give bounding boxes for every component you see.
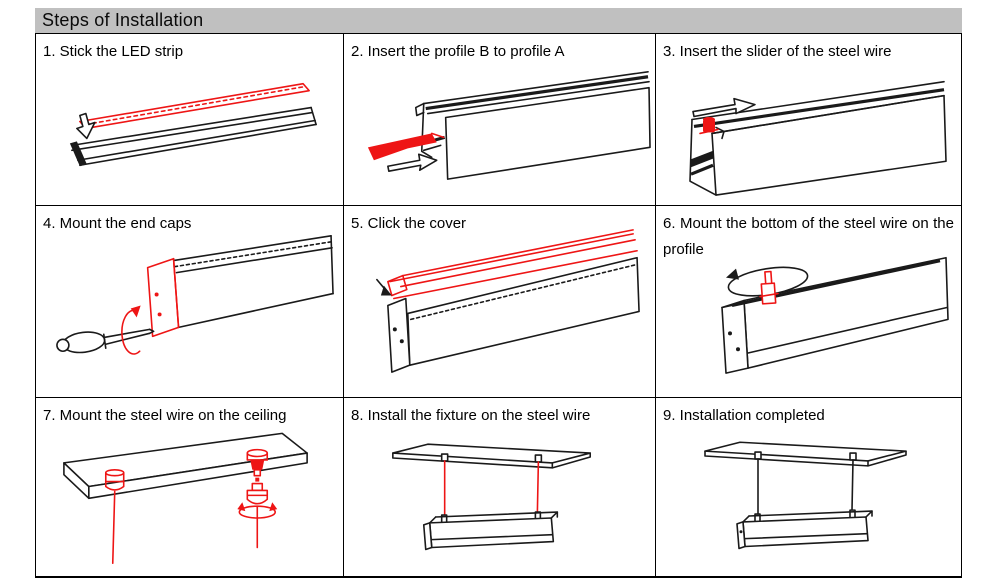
step-cell-8: 8. Install the fixture on the steel wire	[344, 398, 656, 576]
steps-table: 1. Stick the LED strip 2. Insert the pro…	[35, 33, 962, 578]
cover-click-illustration	[376, 229, 640, 373]
led-strip-illustration	[69, 82, 317, 167]
step-caption-7: 7. Mount the steel wire on the ceiling	[43, 407, 287, 424]
wire-slider-illustration	[689, 80, 947, 196]
step-cell-2: 2. Insert the profile B to profile A	[344, 34, 656, 206]
profile-insert-illustration	[367, 70, 651, 180]
step-cell-4: 4. Mount the end caps	[36, 206, 344, 398]
step-cell-7: 7. Mount the steel wire on the ceiling	[36, 398, 344, 576]
step-caption-8: 8. Install the fixture on the steel wire	[351, 407, 591, 424]
step-caption-1: 1. Stick the LED strip	[43, 43, 184, 60]
step-caption-9: 9. Installation completed	[663, 407, 825, 424]
step-cell-3: 3. Insert the slider of the steel wire	[656, 34, 961, 206]
step-caption-2: 2. Insert the profile B to profile A	[351, 43, 565, 60]
fixture-on-wires-illustration	[392, 443, 592, 551]
step-caption-4: 4. Mount the end caps	[43, 215, 192, 232]
step-cell-5: 5. Click the cover	[344, 206, 656, 398]
completed-installation-illustration	[704, 441, 907, 550]
step-caption-6: 6. Mount the bottom of the steel wire on…	[663, 215, 954, 259]
step-caption-5: 5. Click the cover	[351, 215, 467, 232]
step-cell-1: 1. Stick the LED strip	[36, 34, 344, 206]
step-caption-3: 3. Insert the slider of the steel wire	[663, 43, 892, 60]
ceiling-mount-illustration	[63, 432, 308, 565]
step-cell-6: 6. Mount the bottom of the steel wire on…	[656, 206, 961, 398]
step-cell-9: 9. Installation completed	[656, 398, 961, 576]
end-cap-illustration	[56, 235, 334, 355]
wire-bottom-mount-illustration	[721, 256, 949, 374]
page-title: Steps of Installation	[35, 8, 962, 33]
